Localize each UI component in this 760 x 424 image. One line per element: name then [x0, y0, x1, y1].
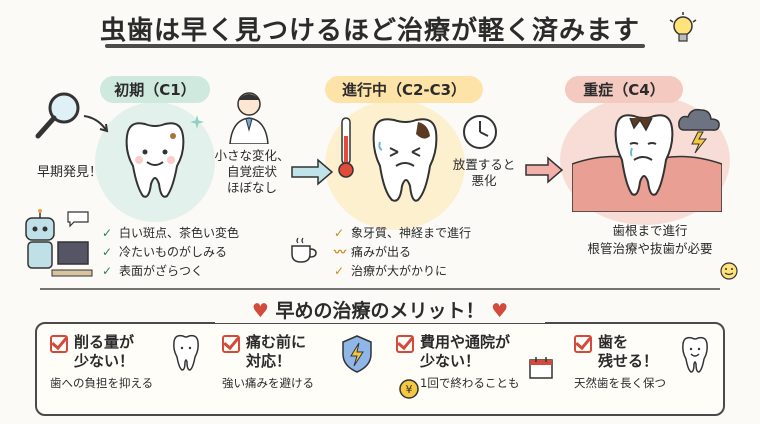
- stage1-checklist: ✓白い斑点、茶色い変色 ✓冷たいものがしみる ✓表面がざらつく: [102, 224, 239, 281]
- svg-text:¥: ¥: [406, 383, 413, 396]
- shield-lightning-icon: [342, 335, 372, 373]
- benefit-sub: 天然歯を長く保つ: [574, 376, 666, 390]
- thermometer-icon: [338, 117, 354, 178]
- check-icon: ✓: [334, 264, 345, 278]
- storm-cloud-icon: [678, 108, 720, 154]
- checkbox-icon: [222, 335, 240, 353]
- checkbox-icon: [396, 335, 414, 353]
- benefit-sub: 歯への負担を抑える: [50, 376, 154, 390]
- benefit-sub: 1回で終わることも: [420, 376, 520, 390]
- stage3-desc: 歯根まで進行 根管治療や抜歯が必要: [587, 223, 713, 256]
- title-underline: [105, 44, 645, 48]
- arrow-icon: [83, 115, 109, 133]
- coin-icon: ¥: [399, 379, 419, 399]
- coffee-icon: [291, 237, 317, 263]
- stage3-label: 重症（C4）: [565, 76, 683, 103]
- calendar-icon: [529, 357, 553, 379]
- list-item: ✓治療が大がかりに: [334, 262, 471, 281]
- smiling-tooth-icon: [682, 336, 708, 373]
- check-icon: ✓: [102, 264, 113, 278]
- stage1-label: 初期（C1）: [100, 76, 210, 103]
- doctor-icon: [229, 92, 269, 144]
- list-item: ✓象牙質、神経まで進行: [334, 224, 471, 243]
- benefit-item: 削る量が 少ない！ 歯への負担を抑える: [50, 333, 215, 407]
- list-item: 〰痛みが出る: [334, 243, 471, 262]
- heart-icon: ♥: [491, 300, 509, 322]
- magnifier-icon: [35, 92, 80, 139]
- list-item: ✓冷たいものがしみる: [102, 243, 239, 262]
- page-title: 虫歯は早く見つけるほど治療が軽く済みます: [99, 16, 640, 46]
- list-item: ✓表面がざらつく: [102, 262, 239, 281]
- checkbox-icon: [574, 335, 592, 353]
- clock-icon: [463, 115, 497, 149]
- lightbulb-icon: [669, 12, 697, 42]
- section-divider: [40, 288, 720, 290]
- benefits-panel: [35, 322, 725, 416]
- check-icon: ✓: [102, 226, 113, 240]
- pain-icon: 〰: [334, 245, 347, 259]
- check-icon: ✓: [334, 226, 345, 240]
- arrow-right-icon: [291, 158, 334, 186]
- stage1-right-note: 小さな変化、 自覚症状 ほぼなし: [214, 148, 290, 195]
- stage1-left-note: 早期発見！: [37, 165, 103, 180]
- sparkle-icon: [190, 115, 204, 129]
- stage2-checklist: ✓象牙質、神経まで進行 〰痛みが出る ✓治療が大がかりに: [334, 224, 471, 281]
- heart-icon: ♥: [251, 300, 269, 322]
- decayed-tooth-icon: [372, 118, 438, 202]
- benefit-sub: 強い痛みを避ける: [222, 376, 314, 390]
- benefit-item: 歯を 残せる！ 天然歯を長く保つ: [574, 333, 724, 407]
- healthy-tooth-icon: [125, 122, 185, 198]
- list-item: ✓白い斑点、茶色い変色: [102, 224, 239, 243]
- robot-icon: [25, 209, 93, 277]
- check-icon: ✓: [102, 245, 113, 259]
- severe-tooth-icon: [572, 114, 722, 212]
- benefits-title: ♥ 早めの治療のメリット！ ♥: [215, 296, 545, 323]
- stage2-label: 進行中（C2-C3）: [325, 76, 483, 103]
- tooth-icon: [173, 334, 199, 371]
- checkbox-icon: [50, 335, 68, 353]
- arrow-right-icon: [525, 156, 564, 184]
- benefit-item: 痛む前に 対応！ 強い痛みを避ける: [222, 333, 387, 407]
- smiley-icon: [720, 262, 738, 280]
- benefit-item: 費用や通院が 少ない！ 1回で終わることも: [396, 333, 566, 407]
- stage2-right-note: 放置すると 悪化: [452, 157, 516, 188]
